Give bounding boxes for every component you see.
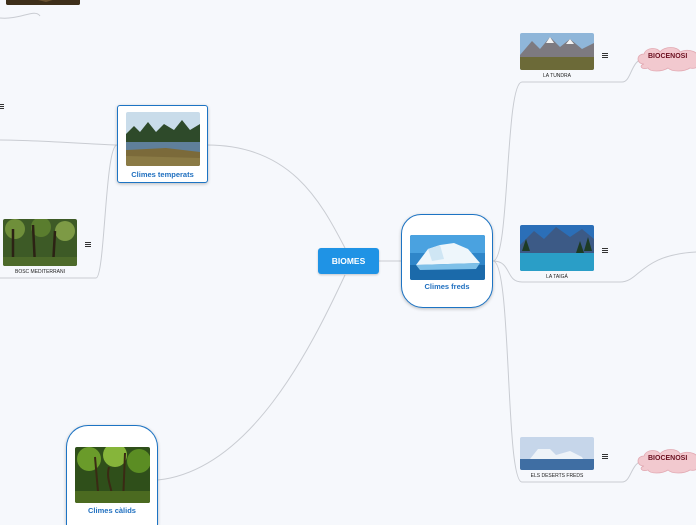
partial-image[interactable] (6, 0, 80, 5)
cloud-shape (637, 47, 696, 72)
notes-icon[interactable] (602, 454, 608, 460)
topic-cold-climates[interactable]: Climes freds (401, 214, 493, 308)
biocenosi-node[interactable]: BIOCENOSI (634, 446, 696, 474)
biocenosi-node[interactable]: BIOCENOSI (634, 44, 696, 72)
lake-forest-image (126, 112, 200, 166)
topic-warm-climates[interactable]: Climes càlids (66, 425, 158, 525)
topic-label: Climes freds (424, 282, 470, 291)
biocenosi-label: BIOCENOSI (648, 53, 688, 60)
topic-label: Climes càlids (88, 506, 136, 515)
cloud-shape (637, 449, 696, 474)
tundra-caption: LA TUNDRA (543, 73, 571, 79)
topic-temperate-climates[interactable]: Climes temperats (117, 105, 208, 183)
taiga-image[interactable] (520, 225, 594, 271)
taiga-caption: LA TAIGÁ (546, 274, 568, 280)
notes-icon[interactable] (602, 53, 608, 59)
notes-icon[interactable] (85, 242, 91, 248)
root-node[interactable]: BIOMES (318, 248, 379, 274)
cold-deserts-caption: ELS DESERTS FREDS (530, 473, 584, 479)
biocenosi-label: BIOCENOSI (648, 455, 688, 462)
cold-deserts-image[interactable] (520, 437, 594, 470)
notes-icon[interactable] (0, 104, 4, 110)
mediterranean-forest-caption: BOSC MEDITERRANI (14, 269, 65, 275)
jungle-image (75, 447, 150, 503)
topic-label: Climes temperats (131, 170, 194, 179)
notes-icon[interactable] (602, 248, 608, 254)
mediterranean-forest-image[interactable] (3, 219, 77, 266)
iceberg-image (410, 235, 485, 280)
tundra-image[interactable] (520, 33, 594, 70)
